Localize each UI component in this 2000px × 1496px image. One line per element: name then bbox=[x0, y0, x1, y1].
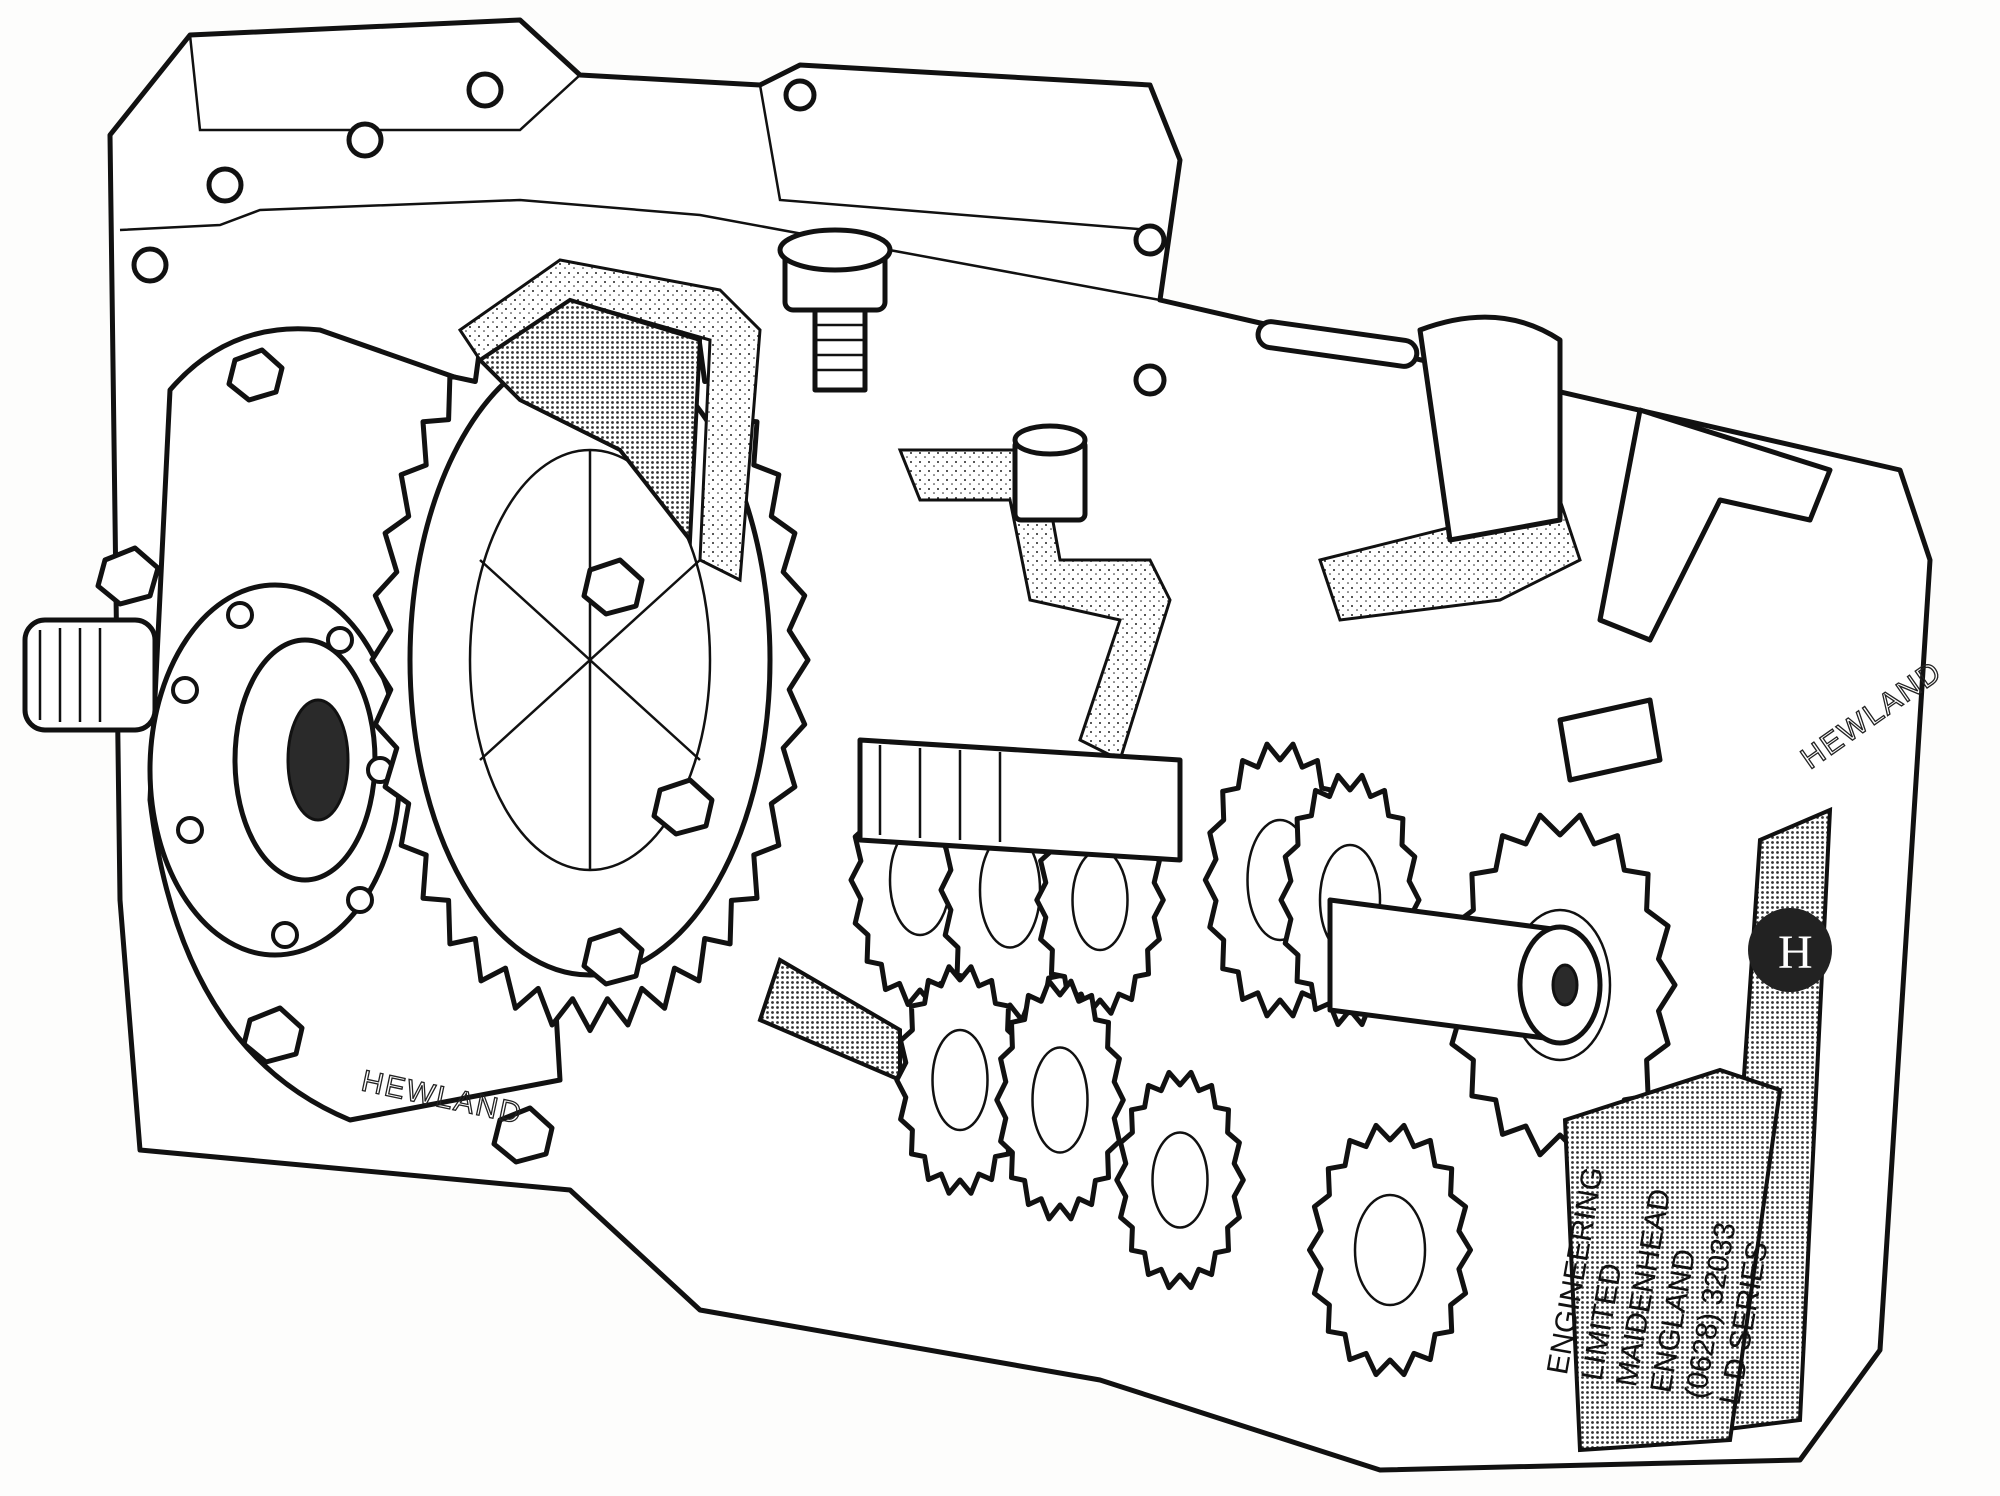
selector-mechanism bbox=[1255, 314, 1833, 783]
nut-icon bbox=[95, 545, 161, 607]
nut-icon bbox=[581, 927, 645, 987]
output-flange bbox=[22, 582, 403, 958]
gear bbox=[1114, 1069, 1246, 1291]
nut-icon bbox=[491, 1105, 555, 1165]
nameplate: H ENGINEERING LIMITED MAIDENHEAD ENGLAND… bbox=[1541, 806, 1833, 1453]
gear-hub bbox=[931, 1028, 989, 1132]
svg-text:H: H bbox=[1778, 926, 1813, 979]
nut-icon bbox=[241, 1005, 305, 1065]
filler-plug bbox=[777, 227, 1088, 523]
hewland-logo: H bbox=[1748, 908, 1832, 992]
nut-icon bbox=[581, 557, 645, 617]
nut-icon bbox=[226, 347, 285, 403]
gear bbox=[894, 964, 1026, 1196]
gear-hub bbox=[1151, 1131, 1209, 1229]
gear bbox=[1307, 1122, 1473, 1378]
gear-hub bbox=[1353, 1193, 1427, 1307]
gear bbox=[994, 978, 1126, 1222]
mainshaft bbox=[857, 737, 1603, 1046]
nut-icon bbox=[651, 777, 715, 837]
gear-hub bbox=[1031, 1046, 1089, 1154]
